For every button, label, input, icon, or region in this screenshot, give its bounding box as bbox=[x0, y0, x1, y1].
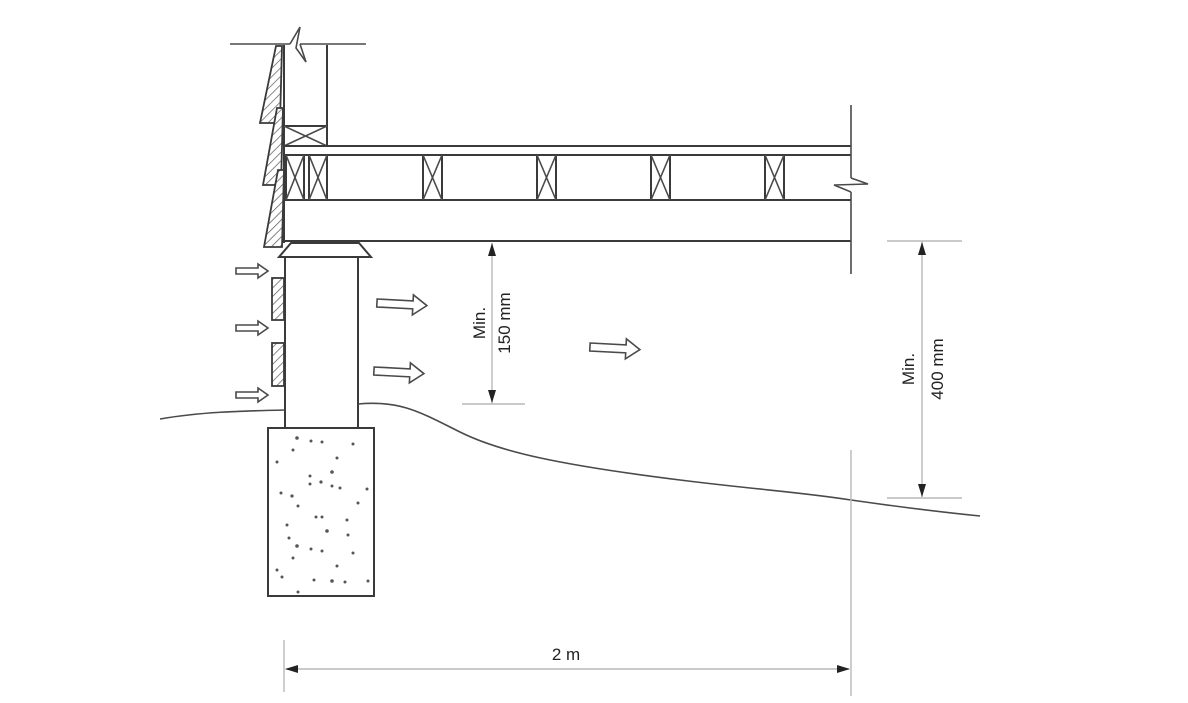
aggregate-dots bbox=[275, 436, 370, 594]
floor-joists bbox=[285, 154, 785, 201]
arrow-icon bbox=[588, 337, 642, 361]
joist bbox=[308, 154, 328, 201]
arrow-icon bbox=[372, 361, 426, 385]
dimension-label-span: 2 m bbox=[552, 645, 580, 664]
wall-frame bbox=[230, 26, 366, 243]
dimension-2m: 2 m bbox=[283, 450, 852, 696]
pier-column bbox=[284, 257, 359, 428]
dimension-150mm: Min. 150 mm bbox=[462, 243, 525, 405]
arrow-icon bbox=[375, 293, 429, 317]
dimension-400mm: Min. 400 mm bbox=[887, 240, 962, 499]
ground-line bbox=[159, 402, 981, 517]
joist bbox=[536, 154, 557, 201]
dimension-label-min: Min. bbox=[470, 307, 489, 339]
joist bbox=[764, 154, 785, 201]
pier-cap bbox=[276, 242, 374, 258]
joist bbox=[422, 154, 443, 201]
joist bbox=[650, 154, 671, 201]
dimension-label-min: Min. bbox=[899, 353, 918, 385]
arrow-icon bbox=[235, 262, 270, 280]
arrow-icon bbox=[235, 319, 270, 337]
concrete-footing bbox=[267, 427, 375, 597]
vent-openings bbox=[271, 277, 285, 387]
airflow-arrows bbox=[235, 262, 642, 404]
arrow-icon bbox=[235, 386, 270, 404]
dimension-label-value: 400 mm bbox=[928, 338, 947, 399]
joist bbox=[285, 154, 305, 201]
cladding-boards bbox=[258, 45, 285, 248]
dimension-label-value: 150 mm bbox=[495, 292, 514, 353]
floor-structure bbox=[284, 105, 869, 274]
